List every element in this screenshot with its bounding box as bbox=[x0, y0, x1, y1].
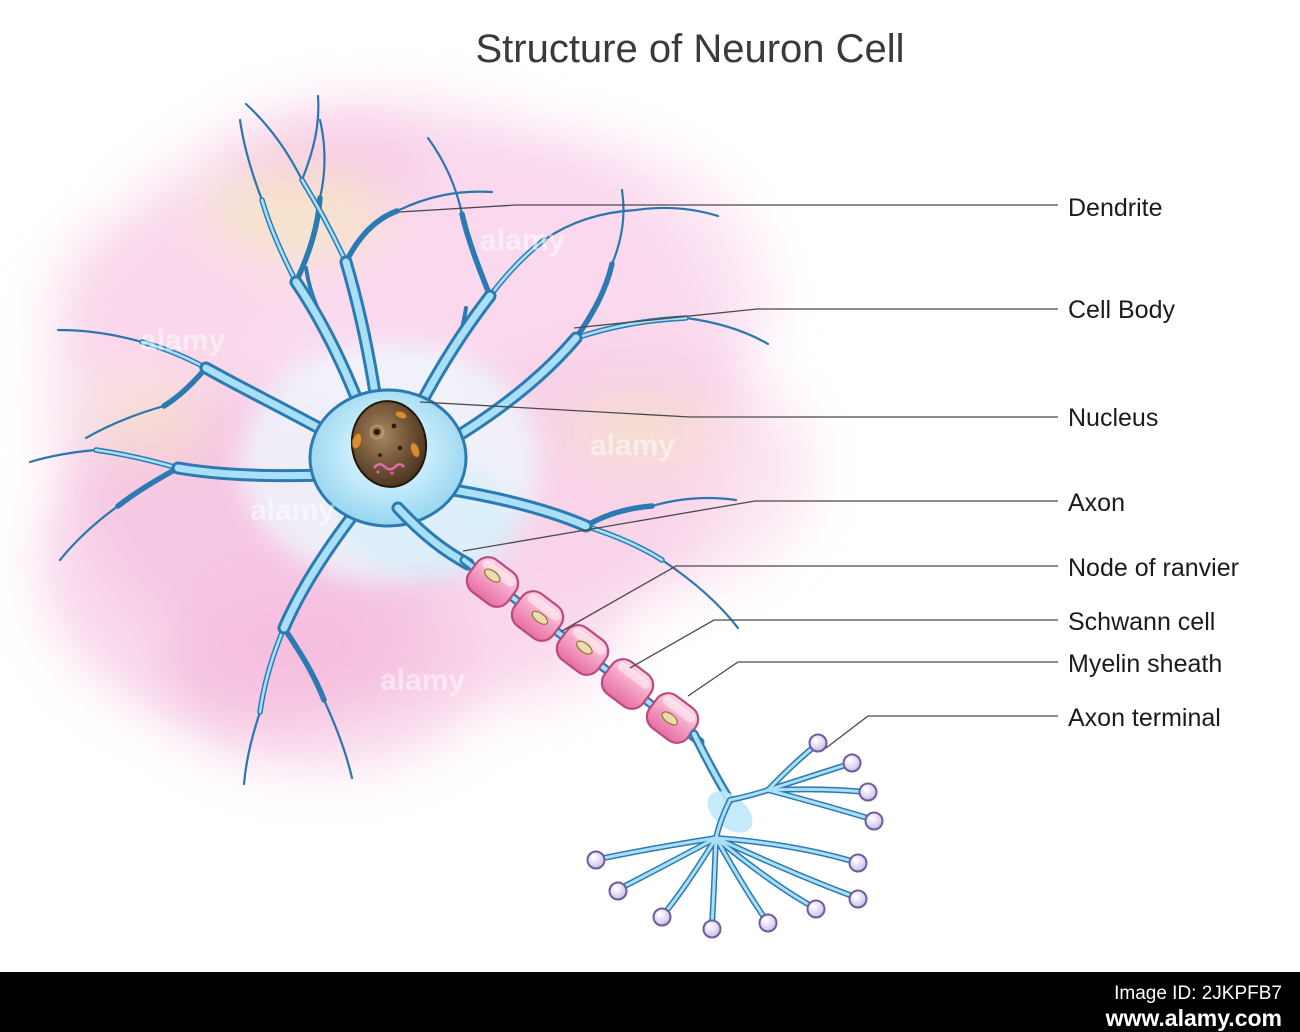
myelin-segment bbox=[645, 692, 700, 744]
myelin-segment bbox=[555, 624, 610, 676]
watermark-text: alamy bbox=[140, 324, 225, 357]
leader-nucleus bbox=[419, 401, 1058, 418]
watermark-text: alamy bbox=[480, 224, 565, 257]
footer-bar: Image ID: 2JKPFB7 www.alamy.com bbox=[0, 972, 1300, 1032]
myelin-sheath bbox=[465, 556, 700, 744]
label-cell-body: Cell Body bbox=[1068, 296, 1175, 324]
watermark-text: alamy bbox=[250, 494, 335, 527]
dendrite-secondary-branches bbox=[93, 177, 689, 715]
label-nucleus: Nucleus bbox=[1068, 404, 1158, 432]
leader-cell-body bbox=[573, 308, 1058, 329]
website-text: www.alamy.com bbox=[1105, 1005, 1282, 1031]
footer-background bbox=[0, 972, 1300, 1032]
label-myelin-sheath: Myelin sheath bbox=[1068, 650, 1222, 678]
terminal-branches bbox=[596, 743, 874, 929]
label-axon-terminal: Axon terminal bbox=[1068, 704, 1221, 732]
myelin-segment bbox=[465, 556, 520, 608]
label-node-of-ranvier: Node of ranvier bbox=[1068, 554, 1239, 582]
leader-axon bbox=[462, 500, 1058, 552]
terminal-bulbs bbox=[586, 733, 884, 939]
watermark-text: alamy bbox=[590, 429, 675, 462]
axon-terminal bbox=[586, 729, 884, 939]
myelin-segment bbox=[510, 590, 565, 642]
leader-schwann-cell bbox=[629, 619, 1058, 669]
label-axon: Axon bbox=[1068, 489, 1125, 517]
image-id-text: Image ID: 2JKPFB7 bbox=[1114, 983, 1282, 1004]
leader-lines bbox=[398, 204, 1058, 749]
leader-axon-terminal bbox=[825, 715, 1058, 749]
nucleus bbox=[350, 400, 428, 488]
leader-myelin-sheath bbox=[687, 661, 1058, 697]
watermark-text: alamy bbox=[380, 664, 465, 697]
label-dendrite: Dendrite bbox=[1068, 194, 1163, 222]
leader-node-of-ranvier bbox=[561, 565, 1058, 632]
labels: Dendrite Cell Body Nucleus Axon Node of … bbox=[1068, 194, 1239, 732]
leader-dendrite bbox=[398, 204, 1058, 213]
label-schwann-cell: Schwann cell bbox=[1068, 608, 1215, 636]
myelin-segment bbox=[600, 658, 655, 710]
watermarks: alamy alamy alamy alamy alamy bbox=[140, 224, 675, 697]
page-title: Structure of Neuron Cell bbox=[475, 27, 904, 71]
